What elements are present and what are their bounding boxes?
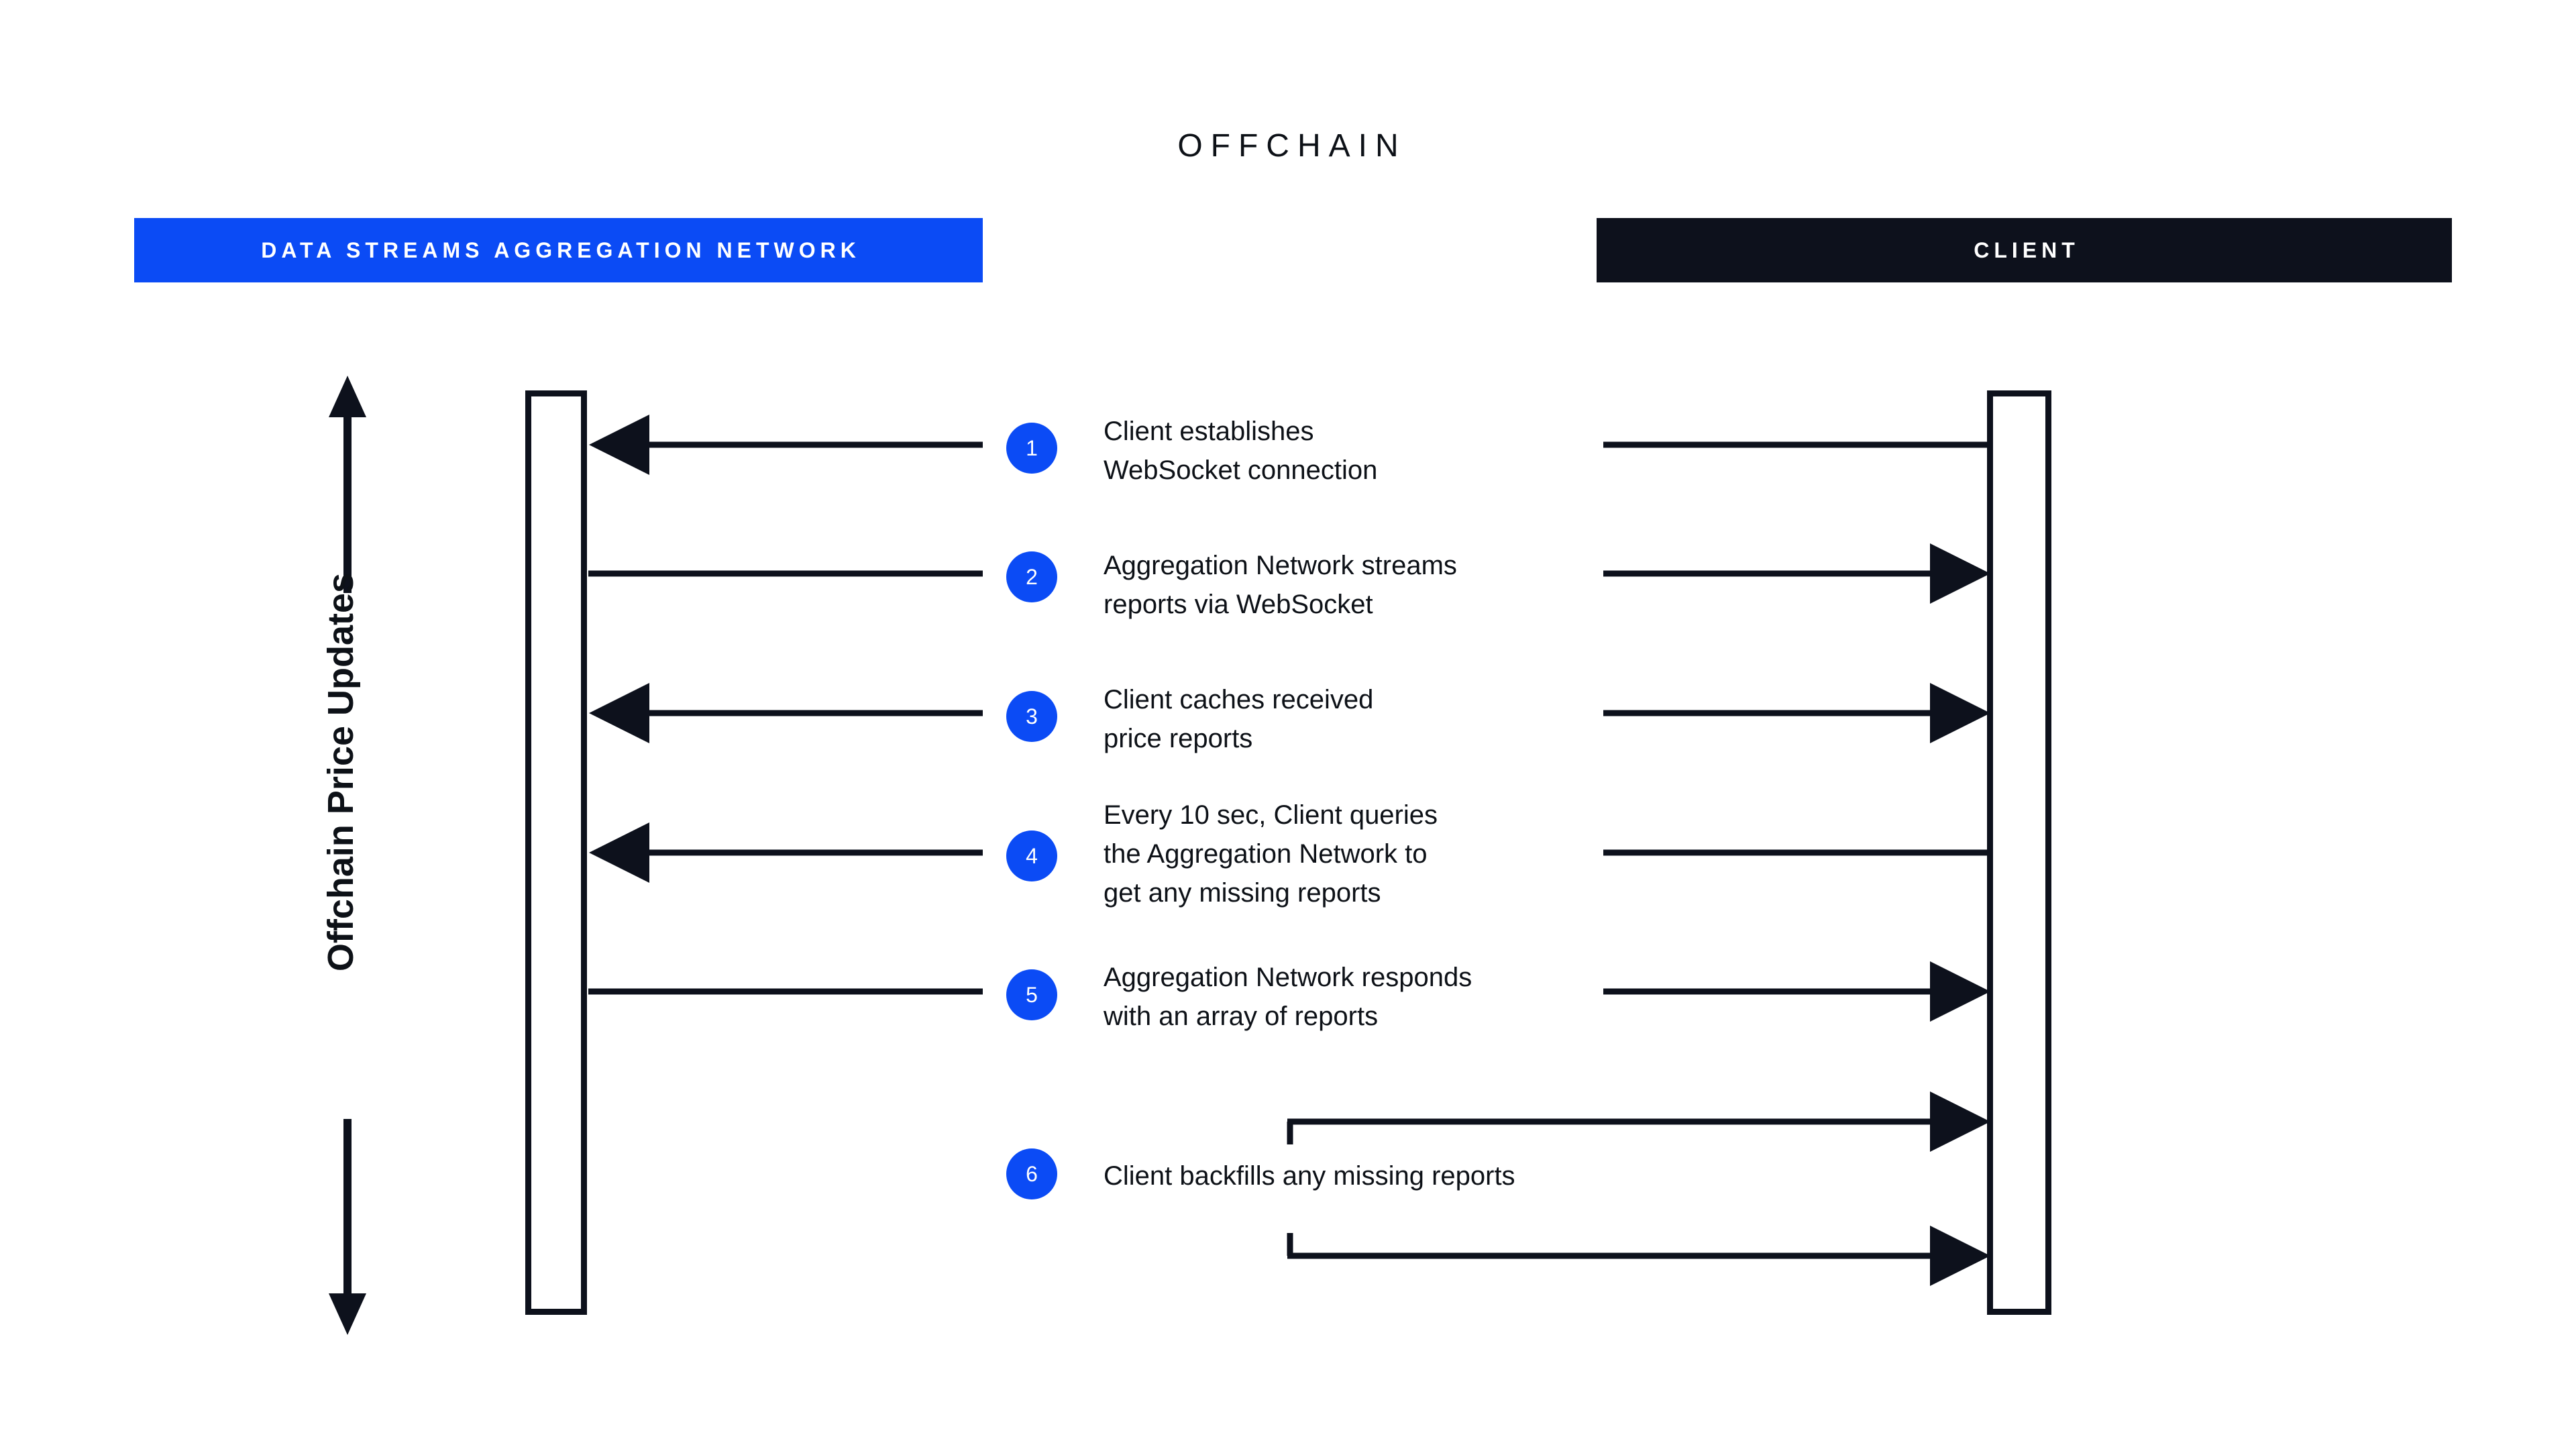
step-badge-1: 1 (1006, 423, 1057, 474)
lifeline-client (1987, 390, 2051, 1315)
lane-header-client: CLIENT (1597, 218, 2452, 282)
double-headed-arrow-icon (329, 376, 366, 1335)
step-badge-4: 4 (1006, 830, 1057, 881)
section-title-offchain: OFFCHAIN (1177, 128, 1407, 164)
step-text-2: Aggregation Network streams reports via … (1104, 551, 1457, 619)
vertical-axis-group: Offchain Price Updates (288, 376, 449, 1335)
step-text-4: Every 10 sec, Client queries the Aggrega… (1104, 800, 1438, 908)
step-text-5: Aggregation Network responds with an arr… (1104, 963, 1472, 1031)
step-text-1: Client establishes WebSocket connection (1104, 417, 1378, 485)
step-text-3: Client caches received price reports (1104, 685, 1374, 753)
step-badge-5: 5 (1006, 969, 1057, 1020)
step-text-6: Client backfills any missing reports (1104, 1161, 1515, 1191)
step-badge-3: 3 (1006, 691, 1057, 742)
lane-header-aggregation-network: DATA STREAMS AGGREGATION NETWORK (134, 218, 983, 282)
step-badge-2: 2 (1006, 551, 1057, 602)
step-badge-6: 6 (1006, 1148, 1057, 1199)
lifeline-aggregation-network (525, 390, 587, 1315)
